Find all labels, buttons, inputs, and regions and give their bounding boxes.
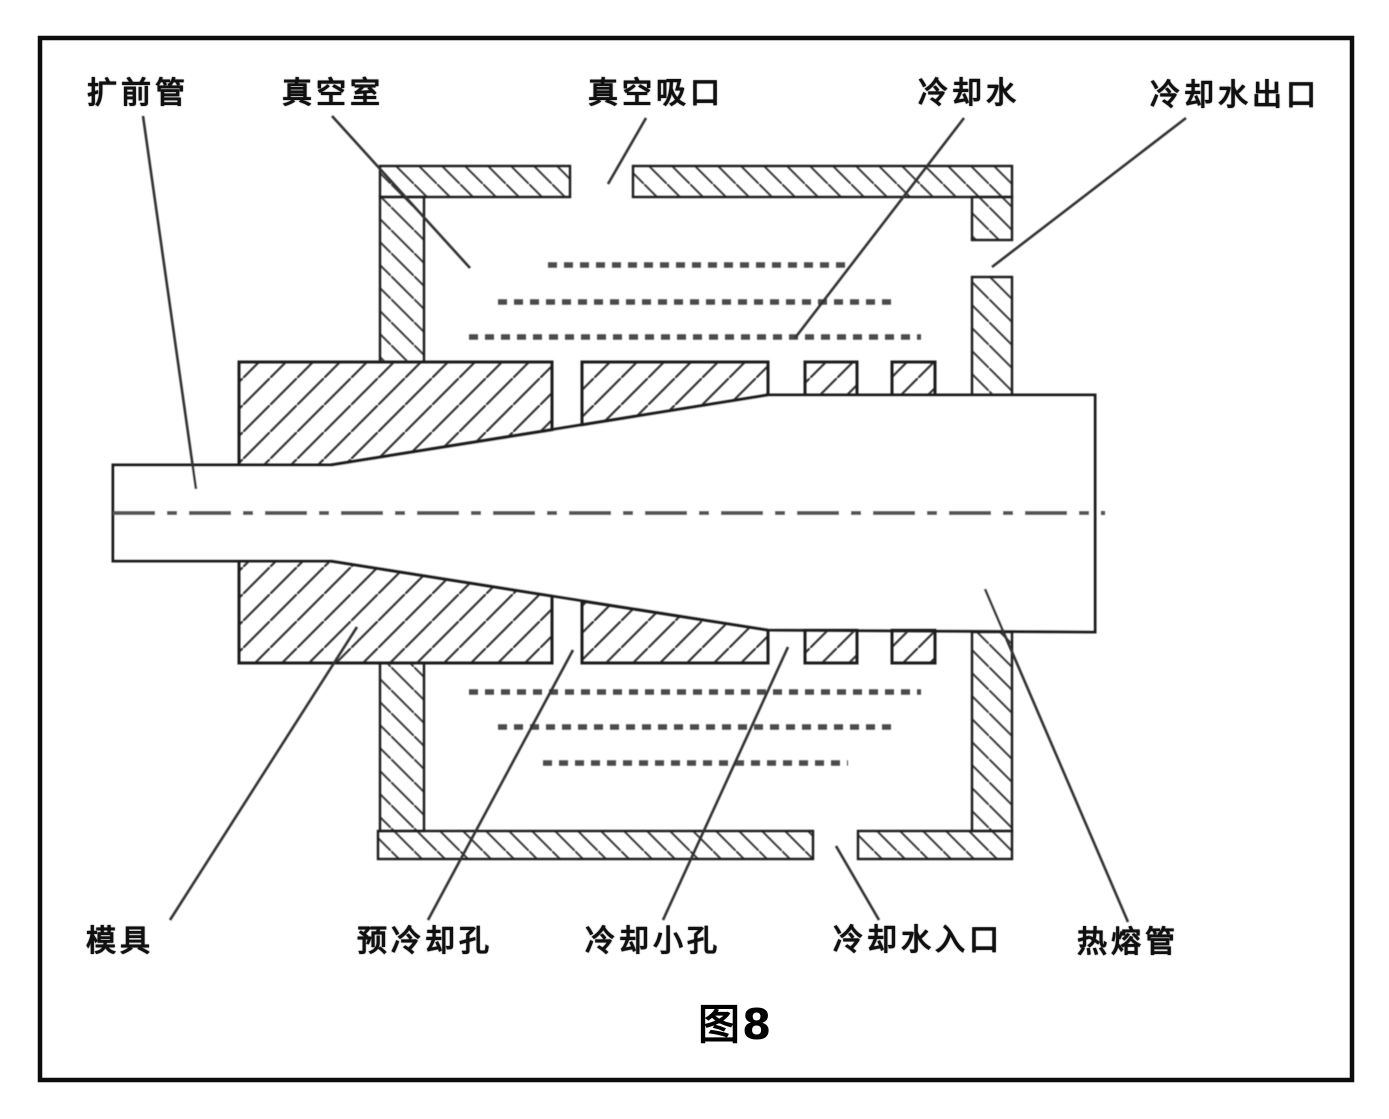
leader-pre-expansion-pipe xyxy=(141,115,198,490)
label-hot-melt-pipe: 热熔管 xyxy=(1077,925,1179,960)
figure-caption: 图8 xyxy=(698,1000,774,1049)
label-vacuum-chamber: 真空室 xyxy=(282,76,384,111)
shell-right-wall-bottom xyxy=(970,630,1014,833)
shell-top-wall-right xyxy=(631,164,1014,199)
label-cooling-water: 冷却水 xyxy=(918,76,1020,111)
leader-cooling-water-outlet xyxy=(991,116,1187,269)
label-pre-expansion-pipe: 扩前管 xyxy=(87,76,189,111)
leader-pre-cooling-hole xyxy=(426,649,575,921)
shell-top-wall-left xyxy=(378,164,572,199)
label-cooling-water-outlet: 冷却水出口 xyxy=(1150,78,1320,113)
leader-mold xyxy=(168,626,359,921)
leader-vacuum-suction-port xyxy=(606,117,648,185)
label-vacuum-suction-port: 真空吸口 xyxy=(588,76,724,111)
label-pre-cooling-hole: 预冷却孔 xyxy=(357,924,493,959)
leader-small-cooling-hole xyxy=(661,646,790,921)
shell-bottom-wall-right xyxy=(856,829,1014,861)
shell-bottom-wall-left xyxy=(376,829,815,861)
label-small-cooling-hole: 冷却小孔 xyxy=(585,924,721,959)
shell-right-wall-mid xyxy=(970,275,1014,397)
label-cooling-water-inlet: 冷却水入口 xyxy=(833,923,1003,958)
shell-right-wall-top xyxy=(970,195,1014,242)
leader-cooling-water-inlet xyxy=(834,845,881,921)
shell-left-wall-upper xyxy=(378,195,426,364)
shell-left-wall-lower xyxy=(378,661,426,833)
water-dashes xyxy=(469,262,921,766)
leader-cooling-water xyxy=(793,117,966,339)
mold-block-upper xyxy=(237,360,937,467)
label-mold: 模具 xyxy=(86,924,154,959)
mold-block-lower xyxy=(237,559,937,665)
leader-hot-melt-pipe xyxy=(983,588,1130,923)
vacuum-box-shell xyxy=(376,164,1014,861)
frame-border xyxy=(37,35,1355,1083)
leader-lines xyxy=(141,115,1187,923)
leader-vacuum-chamber xyxy=(331,115,471,269)
